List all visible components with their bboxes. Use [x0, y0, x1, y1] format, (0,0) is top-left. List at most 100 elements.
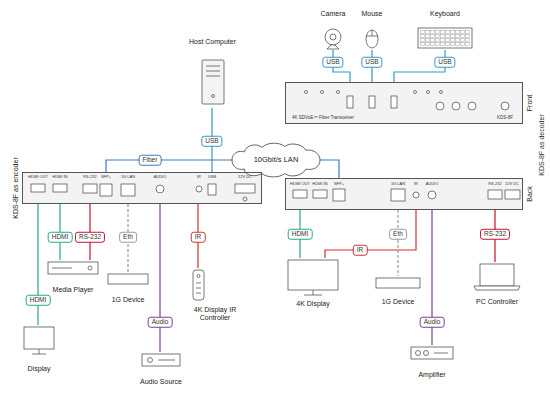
camera-icon [325, 29, 341, 45]
audio-source-icon [142, 354, 180, 366]
panel-ports [156, 185, 164, 193]
port-label: 12V DC [238, 175, 252, 179]
panel-ports [100, 184, 112, 196]
node-caption: Display [28, 365, 51, 373]
media-player-icon [48, 262, 98, 274]
node-caption: Host Computer [189, 38, 236, 46]
panel-ports [53, 184, 67, 192]
node-caption: Keyboard [430, 10, 460, 18]
ir-remote-icon [197, 275, 200, 278]
host-computer-icon [202, 60, 224, 104]
connector-label: USB [201, 136, 222, 147]
panel-ports [196, 186, 202, 192]
keyboard-icon [420, 30, 470, 46]
connector-label: USB [322, 57, 343, 68]
device-panel-fill [22, 82, 523, 210]
media-player: Media Player [45, 260, 101, 294]
connector-label: USB [434, 57, 455, 68]
connector [106, 160, 232, 172]
connector-label: HDMI [48, 232, 73, 243]
connector-label: Eth [119, 232, 137, 243]
connector-label: USB [361, 57, 382, 68]
node-caption: Media Player [53, 286, 94, 294]
port-label: AUDIO [426, 182, 439, 186]
amplifier: Amplifier [407, 345, 457, 379]
panel-ports [83, 184, 97, 193]
device-panel-fill [285, 178, 523, 210]
camera-icon [325, 29, 341, 49]
host-computer-icon [202, 60, 224, 104]
port-label: RS-232 [83, 175, 97, 179]
panel-ports [293, 190, 307, 198]
port-label: IR [414, 182, 418, 186]
keyboard: Keyboard [410, 10, 480, 50]
audio-source: Audio Source [136, 352, 186, 386]
port-label: KDS-8F [497, 116, 513, 121]
lan-device-icon [376, 278, 420, 288]
pc-controller: PC Controller [467, 262, 527, 306]
camera: Camera [315, 10, 351, 50]
connector [320, 160, 339, 178]
amplifier-icon [424, 351, 429, 356]
connector [159, 204, 160, 352]
port-label: IR [197, 175, 201, 179]
panel-ports [440, 91, 443, 94]
ir-remote-icon [196, 288, 201, 289]
panel-ports [413, 192, 419, 198]
audio-source-icon [148, 358, 153, 363]
amplifier-icon [411, 347, 453, 359]
display-icon [24, 327, 54, 354]
4k-display-icon [313, 290, 314, 295]
panel-ports [235, 184, 255, 193]
node-caption: PC Controller [476, 298, 518, 306]
lan-device: 1G Device [104, 272, 152, 304]
display: Display [14, 325, 64, 373]
node-caption: Mouse [361, 10, 382, 18]
4k-display-icon [304, 295, 322, 296]
keyboard-icon [418, 28, 472, 48]
amplifier-icon [411, 347, 453, 359]
laptop-icon [474, 264, 520, 290]
panel-ports [321, 91, 324, 94]
panel-ports [436, 102, 444, 110]
panel-ports [347, 96, 353, 108]
panel-ports [369, 96, 375, 108]
node-caption: Amplifier [418, 371, 445, 379]
device-heading: KDS-8F as decoder [538, 114, 545, 175]
lan-device-icon [108, 274, 148, 284]
host-computer-icon [206, 71, 220, 72]
connector [325, 210, 416, 258]
panel-ports [337, 91, 340, 94]
port-label: SFP+ [101, 175, 111, 179]
node-caption: Audio Source [140, 378, 182, 386]
camera-icon [330, 34, 336, 40]
connector-label: IR [191, 232, 206, 243]
media-player-icon [48, 262, 98, 274]
node-caption: 1G Device [112, 296, 145, 304]
panel-ports [391, 96, 397, 108]
ir-controller: 4K Display IR Controller [182, 268, 248, 322]
ir-remote-icon [196, 293, 201, 294]
4k-display-icon [288, 260, 338, 295]
media-player-icon [88, 266, 92, 270]
port-label: 12V DC [505, 182, 519, 186]
node-caption: 10Gbit/s LAN [254, 156, 299, 164]
keyboard-icon [418, 28, 472, 48]
mouse-icon [366, 30, 378, 48]
lan-device: 1G Device [372, 276, 424, 306]
display-icon [24, 327, 54, 349]
display-icon [39, 349, 40, 354]
panel-ports [468, 102, 476, 110]
display-icon [32, 354, 46, 355]
panel-ports [208, 184, 216, 195]
mouse: Mouse [357, 10, 387, 50]
4k-display: 4K Display [285, 258, 341, 308]
port-label: HDMI IN [312, 182, 327, 186]
connector-label: IR [353, 245, 368, 256]
connector-label: HDMI [288, 229, 313, 240]
panel-ports [428, 191, 436, 199]
panel-ports [452, 102, 460, 110]
port-label: RS-232 [488, 182, 502, 186]
